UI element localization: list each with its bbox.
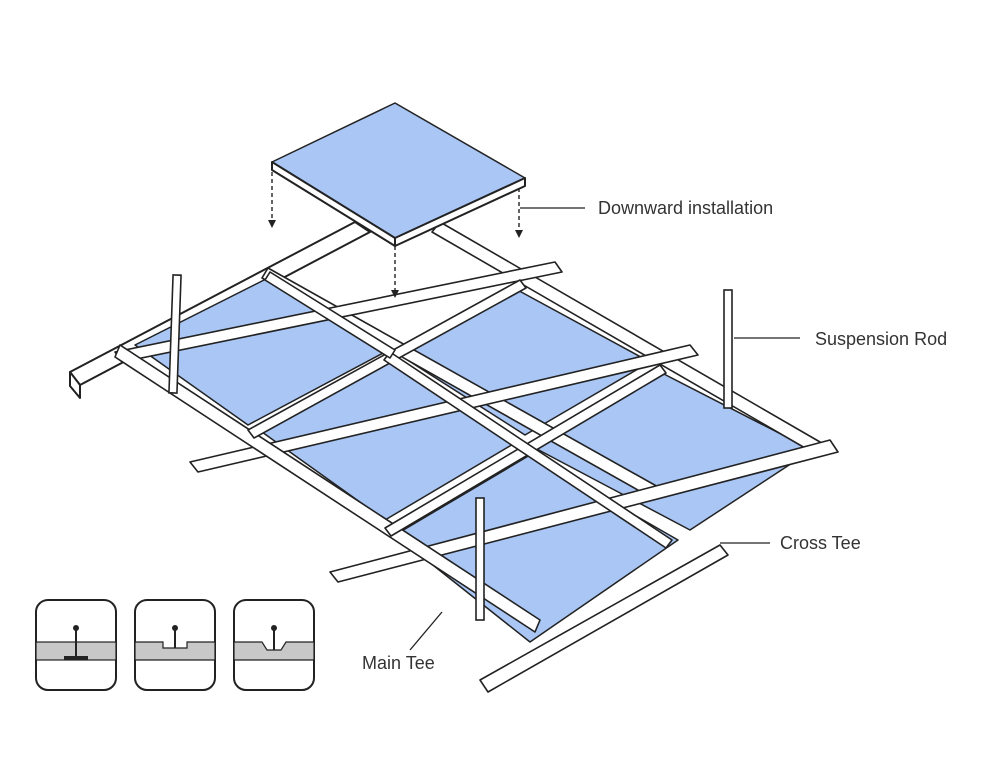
flat-tee-profile-icon <box>35 599 117 691</box>
cross-tee-rail <box>329 439 839 583</box>
main-tee-rail <box>264 271 396 359</box>
suspension-rod <box>475 497 485 621</box>
main-tee-rail <box>383 351 673 549</box>
lowered-tile-edge <box>394 177 526 247</box>
cross-tee-rail <box>189 344 699 473</box>
label-suspension-rod: Suspension Rod <box>815 329 947 349</box>
label-cross-tee: Cross Tee <box>780 533 861 553</box>
suspension-rod <box>723 289 733 409</box>
label-downward-installation: Downward installation <box>598 198 773 218</box>
suspension-rods <box>168 274 733 621</box>
lowered-tile <box>271 102 526 247</box>
wall-angle-side <box>69 371 81 399</box>
cross-tee-rail <box>479 544 729 693</box>
stepped-tee-profile-icon <box>134 599 216 691</box>
installation-arrows <box>268 172 523 298</box>
tegular-tee-profile-icon <box>233 599 315 691</box>
suspension-rod <box>168 274 182 394</box>
leader-line <box>409 611 443 651</box>
lowered-tile-face <box>271 102 526 239</box>
label-main-tee: Main Tee <box>362 653 435 673</box>
